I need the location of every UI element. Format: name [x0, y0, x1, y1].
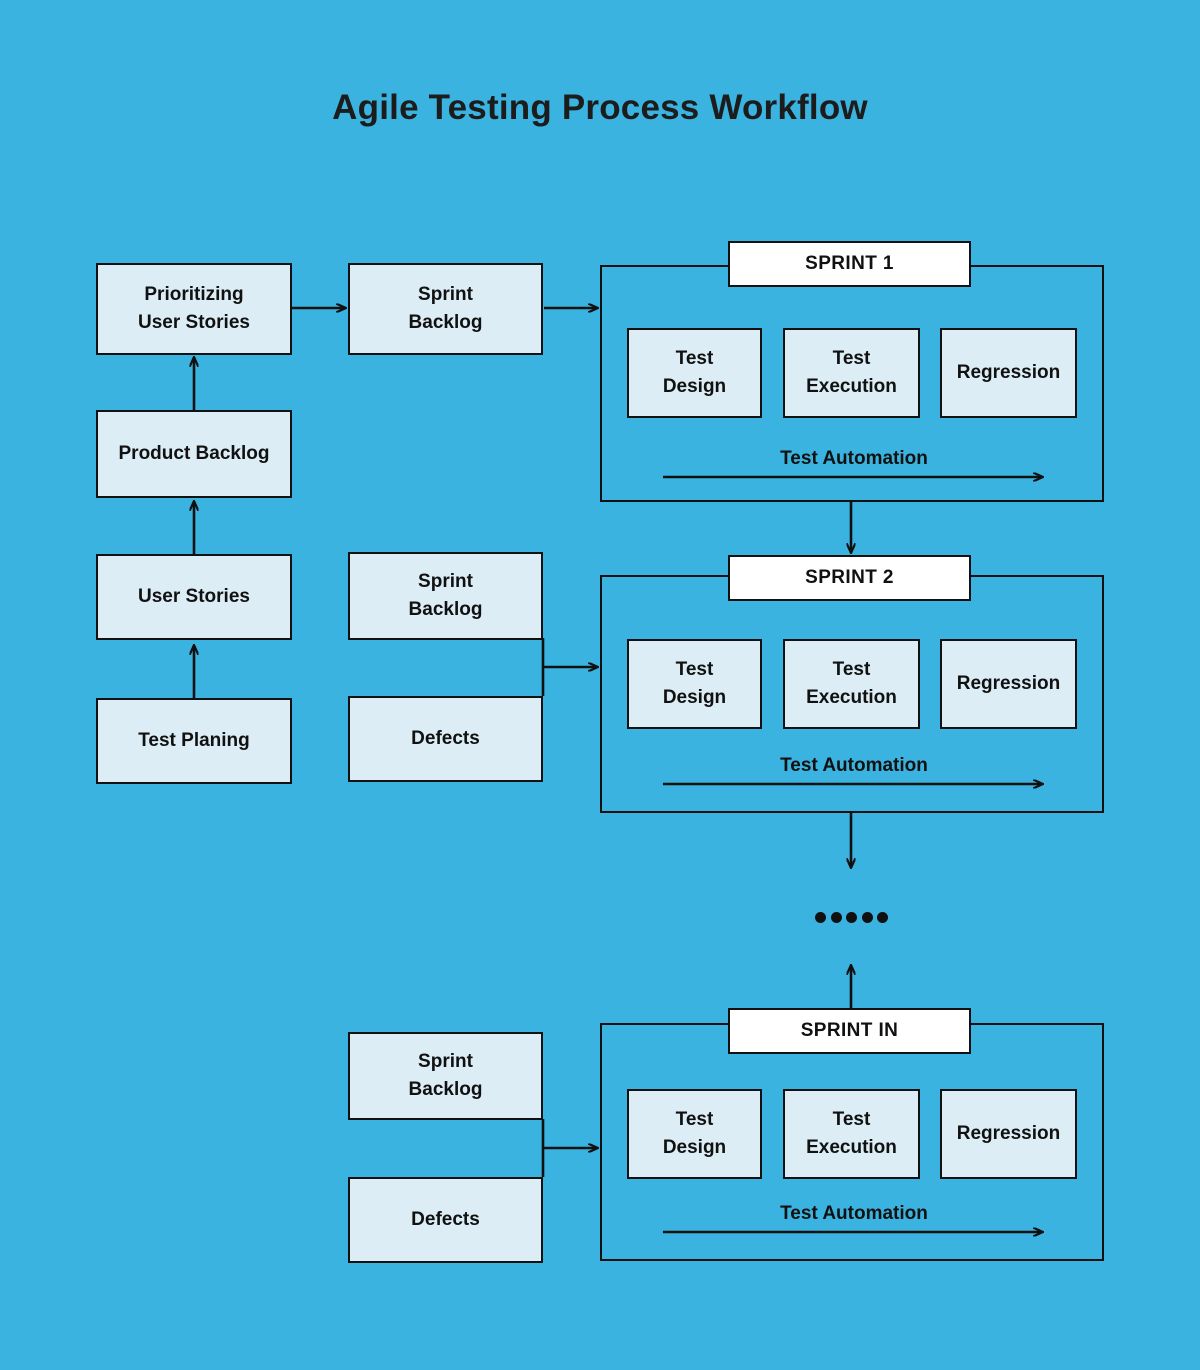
node-label-line1: Sprint — [418, 571, 473, 593]
node-label: Test Execution — [806, 345, 897, 400]
ellipsis-dots — [815, 911, 888, 923]
node-label-line2: Design — [662, 687, 727, 708]
node-label-line2: Execution — [806, 687, 897, 708]
node-label-line1: Prioritizing — [144, 284, 244, 306]
node-label: Test Execution — [806, 656, 897, 711]
node-label: Product Backlog — [118, 443, 270, 465]
node-label: Regression — [956, 1123, 1061, 1145]
node-label: Test Design — [663, 345, 726, 400]
node-label: Test Design — [663, 1106, 726, 1161]
node-defects-2[interactable]: Defects — [348, 696, 543, 782]
page-title: Agile Testing Process Workflow — [332, 88, 868, 127]
sprint-2-automation-label: Test Automation — [780, 755, 928, 776]
node-label-line2: Execution — [806, 1137, 897, 1158]
dot-2 — [830, 911, 842, 923]
node-label-line1: Test — [675, 1109, 714, 1131]
node-sprint-backlog-1[interactable]: Sprint Backlog — [348, 263, 543, 355]
sprint-n-step-regression[interactable]: Regression — [940, 1089, 1077, 1179]
node-label: Test Design — [663, 656, 726, 711]
node-label: Regression — [956, 673, 1061, 695]
node-defects-n[interactable]: Defects — [348, 1177, 543, 1263]
node-label-line1: Test — [832, 659, 871, 681]
dot-1 — [815, 911, 826, 923]
dot-4 — [861, 911, 873, 923]
sprint-label-n: SPRINT IN — [728, 1008, 971, 1054]
node-label-line2: Execution — [806, 376, 897, 397]
sprint-2-step-test-design[interactable]: Test Design — [627, 639, 762, 729]
node-label: Defects — [411, 728, 480, 750]
node-label: Defects — [411, 1209, 480, 1231]
sprint-label-1: SPRINT 1 — [728, 241, 971, 287]
node-sprint-backlog-2[interactable]: Sprint Backlog — [348, 552, 543, 640]
node-label: User Stories — [138, 586, 250, 608]
node-prioritizing-user-stories[interactable]: Prioritizing User Stories — [96, 263, 292, 355]
node-label-line1: Test — [675, 348, 714, 370]
sprint-2-step-test-execution[interactable]: Test Execution — [783, 639, 920, 729]
node-label: Sprint Backlog — [409, 1048, 483, 1103]
node-user-stories[interactable]: User Stories — [96, 554, 292, 640]
sprint-n-automation-label: Test Automation — [780, 1203, 928, 1224]
node-label-line1: Test — [832, 1109, 871, 1131]
node-label-line1: Test — [675, 659, 714, 681]
node-label-line2: Design — [662, 1137, 727, 1158]
node-label-line2: User Stories — [138, 312, 250, 333]
sprint-1-step-test-execution[interactable]: Test Execution — [783, 328, 920, 418]
node-label: Prioritizing User Stories — [138, 281, 250, 336]
node-label: Sprint Backlog — [409, 568, 483, 623]
sprint-1-step-test-design[interactable]: Test Design — [627, 328, 762, 418]
sprint-1-automation-label: Test Automation — [780, 448, 928, 469]
sprint-n-step-test-execution[interactable]: Test Execution — [783, 1089, 920, 1179]
sprint-label-2: SPRINT 2 — [728, 555, 971, 601]
node-label: Test Planing — [138, 730, 250, 752]
node-label-line2: Backlog — [408, 599, 483, 620]
node-label-line1: Test — [832, 348, 871, 370]
sprint-1-step-regression[interactable]: Regression — [940, 328, 1077, 418]
node-label-line2: Design — [662, 376, 727, 397]
node-product-backlog[interactable]: Product Backlog — [96, 410, 292, 498]
node-label: Sprint Backlog — [409, 281, 483, 336]
node-label: Regression — [956, 362, 1061, 384]
sprint-2-step-regression[interactable]: Regression — [940, 639, 1077, 729]
node-label: Test Execution — [806, 1106, 897, 1161]
node-label-line1: Sprint — [418, 284, 473, 306]
node-test-planing[interactable]: Test Planing — [96, 698, 292, 784]
sprint-n-step-test-design[interactable]: Test Design — [627, 1089, 762, 1179]
node-label-line2: Backlog — [408, 312, 483, 333]
dot-5 — [877, 911, 888, 923]
node-label-line1: Sprint — [418, 1051, 473, 1073]
node-label-line2: Backlog — [408, 1079, 483, 1100]
dot-3 — [846, 911, 857, 923]
node-sprint-backlog-n[interactable]: Sprint Backlog — [348, 1032, 543, 1120]
